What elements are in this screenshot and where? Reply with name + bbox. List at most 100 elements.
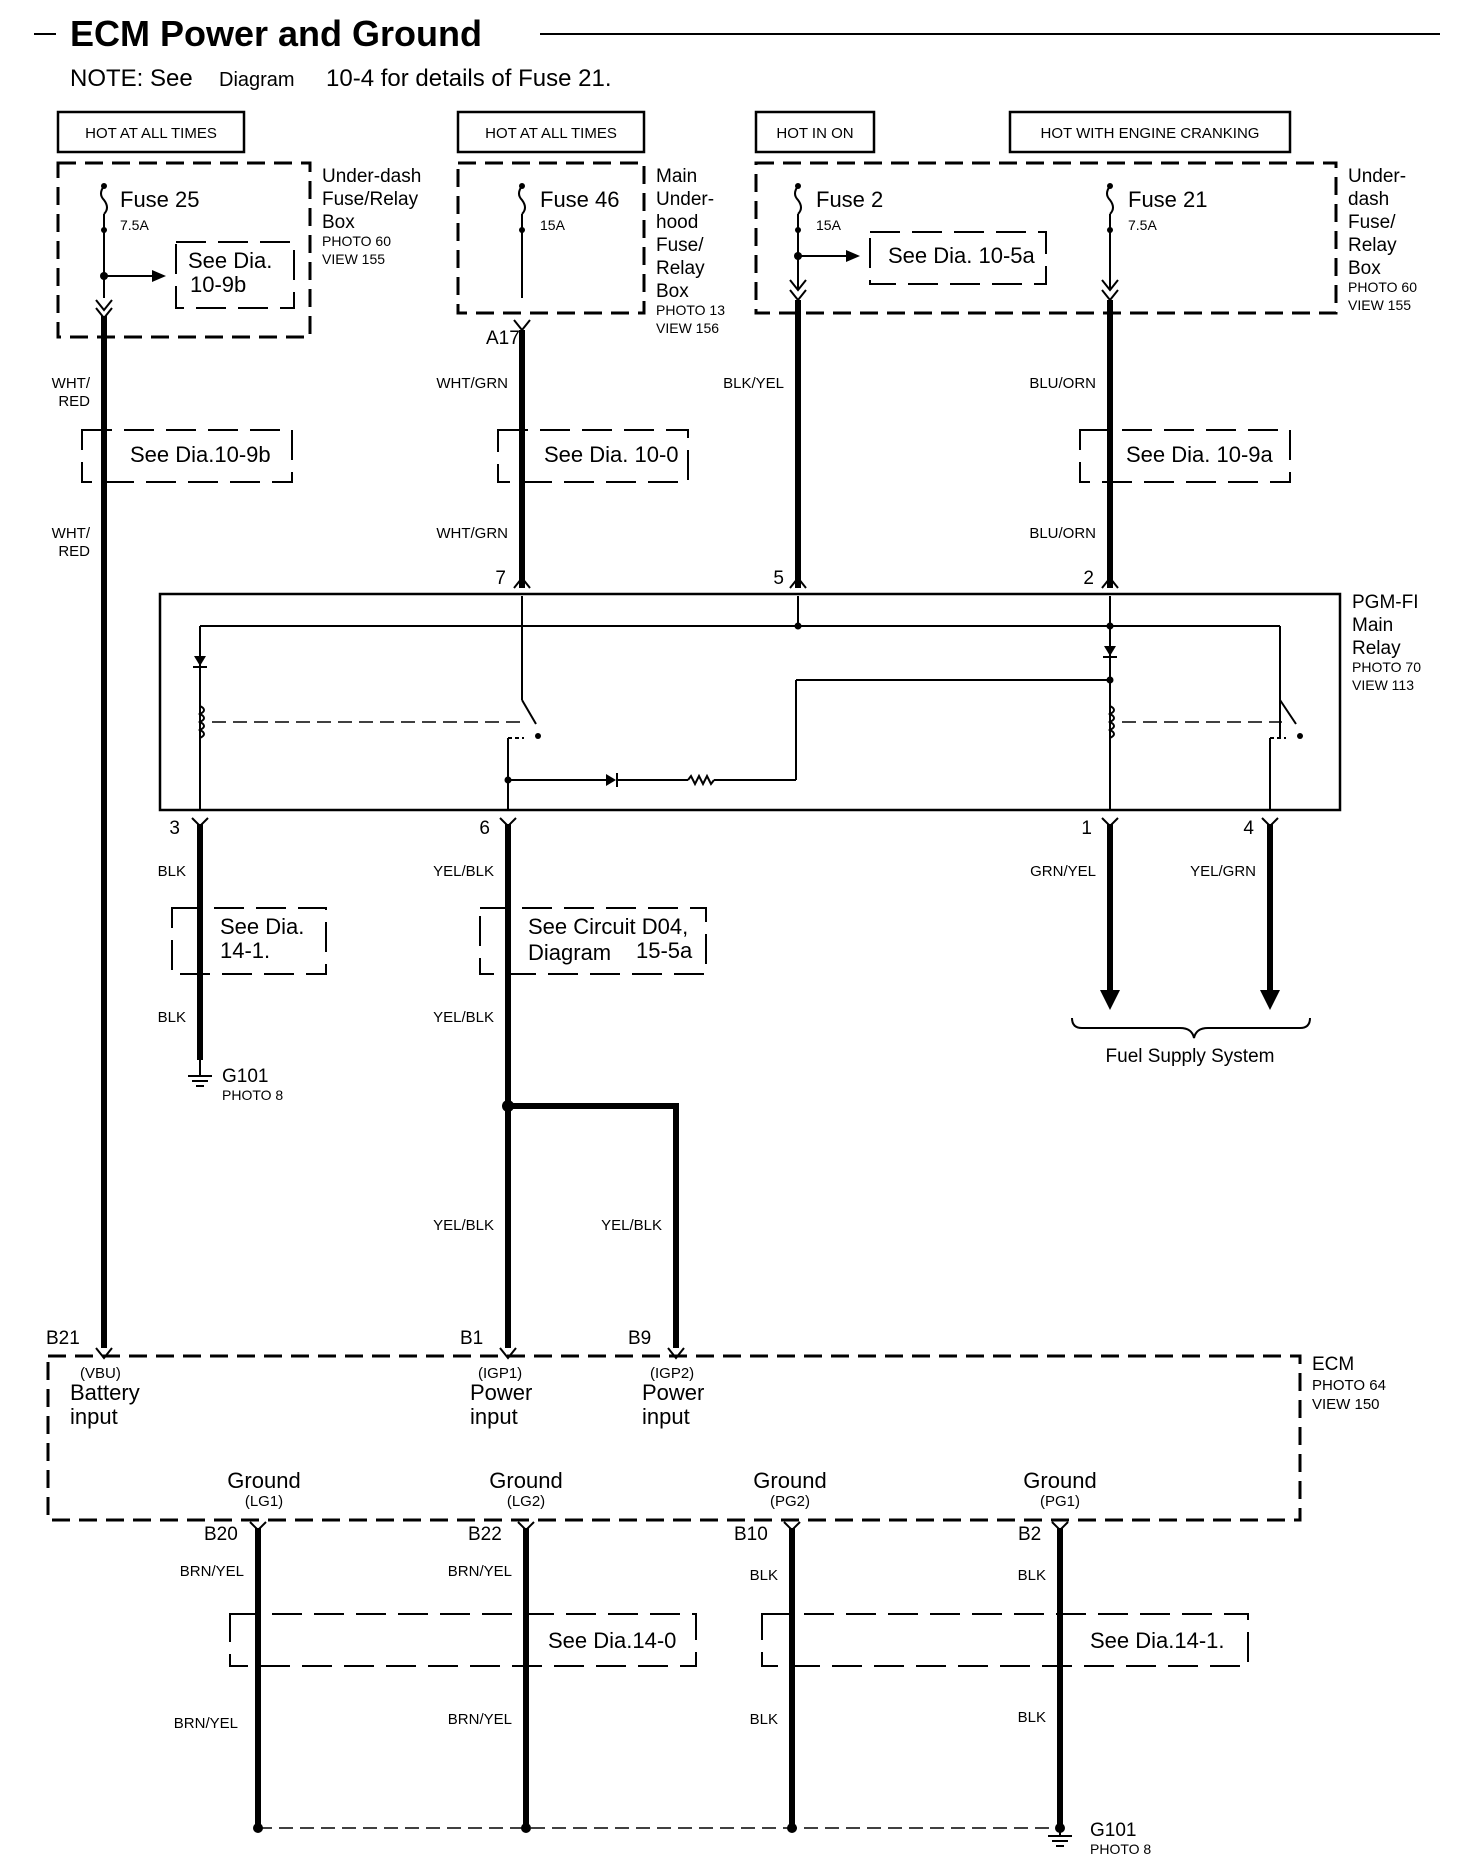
terminal-6: 6: [479, 818, 490, 839]
brace: [1071, 1017, 1311, 1039]
fuse-46-symbol: [518, 185, 526, 215]
ecm-input-label: input: [470, 1404, 518, 1429]
wire-label: BLK: [750, 1711, 778, 1728]
relay-coil-icon: [1107, 705, 1115, 739]
fuse-21-name: Fuse 21: [1128, 187, 1208, 212]
ecm-ground-label: Ground: [1023, 1468, 1096, 1493]
wire-label: GRN/YEL: [1030, 863, 1096, 880]
diode-icon: [606, 774, 616, 786]
box-label: Under-: [656, 189, 714, 210]
resistor-icon: [687, 773, 715, 787]
relay-switch: [521, 699, 537, 725]
ecm-ground-code: (PG1): [1040, 1493, 1080, 1510]
relay-outputs: 3 6 1 4 BLK YEL/BLK GRN/YEL YEL/GRN See …: [158, 817, 1311, 1348]
terminal-b9: B9: [628, 1328, 651, 1349]
terminal-4: 4: [1243, 818, 1254, 839]
ecm-ground-label: Ground: [489, 1468, 562, 1493]
fuse-25-rating: 7.5A: [120, 217, 149, 233]
hot-label-fuse2: HOT IN ON: [776, 125, 853, 142]
terminal-3: 3: [169, 818, 180, 839]
photo-ref: PHOTO 64: [1312, 1377, 1386, 1394]
see-ref-label: See Dia.14-0: [548, 1628, 676, 1653]
wire-label: BRN/YEL: [180, 1563, 244, 1580]
see-ref-label: See Dia. 10-0: [544, 442, 679, 467]
fuse-2-rating: 15A: [816, 217, 842, 233]
see-ref-label: See Dia. 10-9a: [1126, 442, 1274, 467]
terminal-a17: A17: [486, 328, 520, 349]
box-label: Box: [656, 281, 689, 302]
relay-label: PGM-FI: [1352, 592, 1419, 613]
arrow-down-icon: [1260, 990, 1280, 1010]
ecm-input-label: Power: [642, 1380, 704, 1405]
fuse-46: Fuse 46 15A: [518, 183, 620, 298]
wire-label: BRN/YEL: [448, 1563, 512, 1580]
photo-ref: PHOTO 60: [1348, 279, 1417, 295]
hot-labels: HOT AT ALL TIMES HOT AT ALL TIMES HOT IN…: [56, 110, 1292, 154]
see-ref-label: 15-5a: [636, 938, 693, 963]
diode-icon: [1104, 646, 1116, 656]
view-ref: VIEW 155: [1348, 297, 1411, 313]
see-ref-label: See Circuit D04,: [528, 914, 688, 939]
relay-label: Relay: [1352, 638, 1401, 659]
box-label: Relay: [1348, 235, 1397, 256]
ecm-input-label: input: [642, 1404, 690, 1429]
fuse-46-name: Fuse 46: [540, 187, 620, 212]
fuse-21-symbol: [1106, 185, 1114, 215]
see-ref-label: See Dia.10-9b: [130, 442, 271, 467]
ecm-ground-code: (LG2): [507, 1493, 545, 1510]
ecm-input-label: Battery: [70, 1380, 140, 1405]
fuse-2-symbol: [794, 185, 802, 215]
photo-ref: PHOTO 70: [1352, 659, 1421, 675]
fuse-21-rating: 7.5A: [1128, 217, 1157, 233]
note-prefix: NOTE: See: [70, 65, 193, 92]
ground-g101-name: G101: [1090, 1820, 1136, 1841]
ecm-input-code: (IGP2): [650, 1365, 694, 1382]
wire-yel-blk-b9: [508, 1103, 679, 1348]
ecm-label: ECM: [1312, 1354, 1354, 1375]
page-title: ECM Power and Ground: [70, 13, 482, 54]
wire-label: YEL/BLK: [601, 1217, 662, 1234]
wire-label: WHT/GRN: [436, 525, 508, 542]
terminal-b2: B2: [1018, 1524, 1041, 1545]
ecm-input-code: (IGP1): [478, 1365, 522, 1382]
view-ref: VIEW 113: [1352, 677, 1414, 693]
photo-ref: PHOTO 13: [656, 302, 725, 318]
terminal-b21: B21: [46, 1328, 80, 1349]
see-ref-label: Diagram: [528, 940, 611, 965]
ecm-input-label: Power: [470, 1380, 532, 1405]
terminal-2: 2: [1083, 568, 1094, 589]
fuse-21: Fuse 21 7.5A: [1106, 183, 1208, 290]
ground-g101-name: G101: [222, 1066, 268, 1087]
box-label: Under-dash: [322, 166, 421, 187]
underdash-fuse-box-right: [754, 161, 1338, 315]
wire-label: WHT/: [52, 375, 91, 392]
box-label: Box: [322, 212, 355, 233]
box-label: Fuse/: [1348, 212, 1396, 233]
see-ref-label: See Dia.14-1.: [1090, 1628, 1225, 1653]
box-label: Box: [1348, 258, 1381, 279]
wire-label: BLK/YEL: [723, 375, 784, 392]
fuse-25: Fuse 25 7.5A See Dia. 10-9b: [100, 183, 295, 309]
wire-label: BLK: [158, 1009, 186, 1026]
wire-label: BLK: [750, 1567, 778, 1584]
see-ref-label: See Dia. 10-5a: [888, 243, 1036, 268]
ecm-input-code: (VBU): [80, 1365, 121, 1382]
header: ECM Power and Ground NOTE: See Diagram 1…: [34, 13, 1440, 92]
wire-label: YEL/BLK: [433, 1217, 494, 1234]
ecm-ground-label: Ground: [227, 1468, 300, 1493]
main-underhood-fuse-box: [456, 161, 646, 315]
terminal-7: 7: [495, 568, 506, 589]
pgm-fi-main-relay: PGM-FI Main Relay PHOTO 70 VIEW 113: [158, 592, 1421, 812]
ecm-box: [46, 1354, 1302, 1522]
box-label: Main: [656, 166, 697, 187]
fuse-2: Fuse 2 15A See Dia. 10-5a: [794, 183, 1047, 290]
fuse-46-rating: 15A: [540, 217, 566, 233]
box-label: Fuse/Relay: [322, 189, 419, 210]
box-label: dash: [1348, 189, 1389, 210]
terminal-b1: B1: [460, 1328, 483, 1349]
terminal-b10: B10: [734, 1524, 768, 1545]
ecm-ground-label: Ground: [753, 1468, 826, 1493]
wire-label: BLU/ORN: [1029, 375, 1096, 392]
terminal-b20: B20: [204, 1524, 238, 1545]
note-suffix: 10-4 for details of Fuse 21.: [326, 65, 612, 92]
